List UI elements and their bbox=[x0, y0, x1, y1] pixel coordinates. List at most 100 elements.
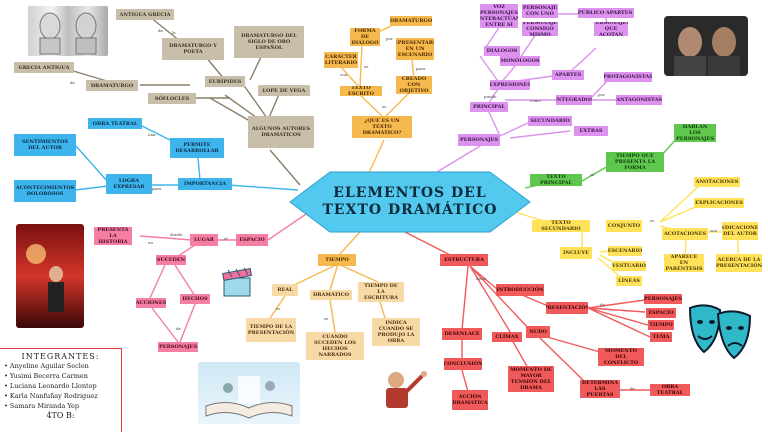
node-lugar: LUGAR bbox=[190, 234, 218, 246]
node-texto-escrito: TEXTO ESCRITO bbox=[340, 86, 382, 96]
node-estructura: ESTRUCTURA bbox=[440, 254, 488, 266]
node-dramatico: DRAMÁTICO bbox=[310, 290, 352, 300]
node-integrados: INTEGRADOS bbox=[556, 95, 592, 105]
team-member: • Anyeline Aguilar Seclen bbox=[4, 362, 89, 370]
team-member: • Yusimi Becerra Carmen bbox=[4, 372, 88, 380]
node-anotaciones: ANOTACIONES bbox=[694, 177, 740, 187]
node-logra: LOGRA EXPRESAR bbox=[106, 174, 152, 194]
node-monologos: MONÓLOGOS bbox=[500, 56, 540, 66]
team-member: • Luciana Leonardo Llontop bbox=[4, 382, 97, 390]
node-suceden: SUCEDEN bbox=[156, 255, 186, 265]
node-tiempo-escritura: TIEMPO DE LA ESCRITURA bbox=[358, 282, 404, 302]
node-introduccion: INTRODUCCIÓN bbox=[496, 284, 544, 296]
node-creado-objetivo: CREADO CON OBJETIVO bbox=[396, 76, 432, 94]
node-accion-dramatica: ACCIÓN DRAMÁTICA bbox=[452, 390, 488, 410]
node-personaje-uno: PERSONAJE CON UNO bbox=[522, 4, 558, 18]
node-cuando-suceden: CUANDO SUCEDEN LOS HECHOS NARRADOS bbox=[306, 332, 364, 360]
node-tiempo-presentacion: TIEMPO DE LA PRESENTACIÓN bbox=[246, 318, 296, 342]
node-sofocles: SÓFLOCLES bbox=[148, 93, 196, 104]
node-acerca: ACERCA DE LA PRESENTACIÓN bbox=[716, 254, 762, 272]
connector-es: es bbox=[382, 104, 387, 109]
theater-masks-icon bbox=[686, 300, 756, 364]
node-principal: PRINCIPAL bbox=[470, 102, 508, 112]
node-antigua-grecia: ANTIGUA GRECIA bbox=[116, 9, 174, 20]
node-dramaturgo-o: DRAMATURGO bbox=[390, 16, 432, 26]
connector-se: se bbox=[590, 172, 595, 177]
node-publico: PÚBLICO bbox=[578, 8, 604, 18]
node-dramaturgo-poeta: DRAMATURGO Y POETA bbox=[162, 38, 224, 60]
node-obra-teatral-r: OBRA TEATRAL bbox=[650, 384, 690, 396]
node-espacio-r: ESPACIO bbox=[646, 308, 676, 318]
node-conjunto: CONJUNTO bbox=[606, 220, 642, 232]
connector-la: la bbox=[172, 30, 176, 35]
node-antagonistas: ANTAGONISTAS bbox=[616, 95, 662, 105]
node-hechos: HECHOS bbox=[180, 294, 210, 304]
node-personaje-si: PERSONAJE CONSIGO MISMO bbox=[522, 22, 558, 36]
connector-es: es bbox=[276, 306, 281, 311]
connector-donde: donde bbox=[170, 232, 183, 237]
central-title-line2: TEXTO DRAMÁTICO bbox=[322, 202, 498, 218]
central-hexagon bbox=[289, 171, 531, 233]
node-apartes2: APARTES bbox=[552, 70, 584, 80]
node-explicaciones: EXPLICACIONES bbox=[694, 198, 744, 208]
team-member: • Samara Miranda Yep bbox=[4, 402, 80, 410]
node-tiempo-presenta: TIEMPO QUE PRESENTA LA FORMA bbox=[606, 152, 664, 172]
greek-busts-image bbox=[28, 6, 108, 56]
node-indica-cuando: INDICA CUANDO SE PRODUJO LA OBRA bbox=[372, 318, 420, 346]
central-title-line1: ELEMENTOS DEL bbox=[333, 184, 487, 201]
node-aparece: APARECE EN PARÉNTESIS bbox=[664, 254, 704, 272]
node-grecia-antigua: GRECIA ANTIGUA bbox=[14, 62, 74, 73]
node-euripides: EURÍPIDES bbox=[205, 76, 245, 87]
node-lope: LOPE DE VEGA bbox=[258, 85, 310, 96]
team-member-name: Anyeline Aguilar Seclen bbox=[9, 362, 89, 370]
connector-con: con bbox=[340, 72, 348, 77]
node-personajes-acot: PERSONAJES QUE ACOTAN bbox=[594, 22, 628, 36]
connector-de: de bbox=[600, 302, 605, 307]
connector-como: como bbox=[530, 98, 541, 103]
team-box: INTEGRANTES: • Anyeline Aguilar Seclen •… bbox=[0, 348, 122, 432]
open-book-image bbox=[198, 362, 300, 424]
node-que-es: ¿QUÉ ES UN TEXTO DRAMÁTICO? bbox=[352, 116, 412, 138]
node-vestuario: VESTUARIO bbox=[612, 261, 646, 271]
team-title: INTEGRANTES: bbox=[21, 352, 100, 361]
node-dramaturgo-siglo-oro: DRAMATURGO DEL SIGLO DE ORO ESPAÑOL bbox=[234, 26, 304, 58]
team-member-name: Karla Nanfuñay Rodriguez bbox=[9, 392, 98, 400]
node-dramaturgo: DRAMATURGO bbox=[86, 80, 138, 91]
node-hablan: HABLAN LOS PERSONAJES bbox=[674, 124, 716, 142]
team-class: 4TO B: bbox=[46, 411, 75, 420]
node-secundario: SECUNDARIO bbox=[528, 116, 572, 126]
node-personajes-l: PERSONAJES bbox=[158, 342, 198, 352]
central-title: ELEMENTOS DEL TEXTO DRAMÁTICO bbox=[290, 172, 530, 232]
node-caracter: CARÁCTER LITERARIO bbox=[324, 52, 358, 68]
node-acontecimientos: ACONTECIMIENTOS DOLOROSOS bbox=[14, 180, 76, 202]
node-forma-dialogo: FORMA DE DIÁLOGO bbox=[350, 28, 380, 46]
node-texto-secundario: TEXTO SECUNDARIO bbox=[532, 220, 590, 232]
node-momento-conflicto: MOMENTO DEL CONFLICTO bbox=[598, 348, 644, 366]
node-texto-principal: TEXTO PRINCIPAL bbox=[530, 174, 582, 186]
node-expresiones: EXPRESIONES bbox=[490, 80, 530, 90]
node-apartes: APARTES bbox=[604, 8, 634, 18]
node-representarse: REPRESENTARSE EN UN ESCENARIO bbox=[396, 38, 434, 60]
node-importancia: IMPORTANCIA bbox=[178, 178, 232, 190]
connector-en: en bbox=[148, 240, 153, 245]
node-extras: EXTRAS bbox=[574, 126, 608, 136]
node-presenta-historia: PRESENTA LA HISTORIA bbox=[94, 227, 132, 245]
connector-para: para bbox=[152, 186, 162, 191]
node-acciones: ACCIONES bbox=[136, 298, 166, 308]
node-obra-teatral: OBRA TEATRAL bbox=[88, 118, 142, 129]
node-personajes-r: PERSONAJES bbox=[644, 294, 682, 304]
node-permite: PERMITE DESARROLLAR bbox=[170, 138, 224, 158]
node-tema: TEMA bbox=[650, 332, 672, 342]
connector-tiene: tiene bbox=[476, 276, 487, 281]
node-nudo: NUDO bbox=[526, 326, 550, 338]
connector-de: de bbox=[176, 326, 181, 331]
team-member: • Karla Nanfuñay Rodriguez bbox=[4, 392, 98, 400]
node-voz-personajes: VOZ PERSONAJES INTERACTÚAN ENTRE SÍ bbox=[480, 4, 518, 28]
node-dialogos: DIÁLOGOS bbox=[484, 46, 520, 56]
team-member-name: Yusimi Becerra Carmen bbox=[9, 372, 88, 380]
node-incluye: INCLUYE bbox=[560, 247, 592, 259]
connector-de: de bbox=[70, 80, 75, 85]
node-algunos-autores: ALGUNOS AUTORES DRAMÁTICOS bbox=[248, 116, 314, 148]
waving-man-image bbox=[378, 366, 436, 414]
node-sentimientos: SENTIMIENTOS DEL AUTOR bbox=[14, 134, 76, 156]
